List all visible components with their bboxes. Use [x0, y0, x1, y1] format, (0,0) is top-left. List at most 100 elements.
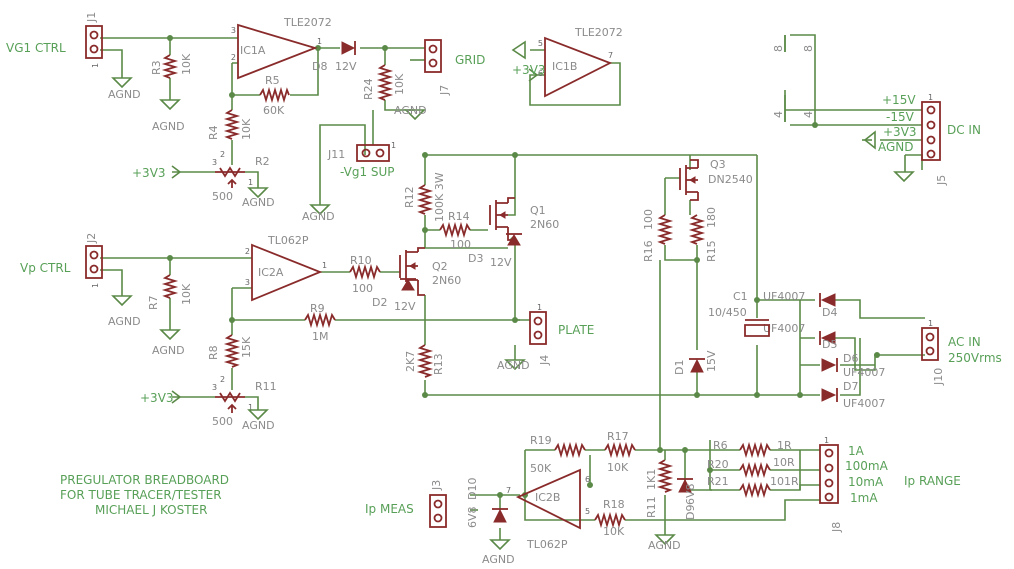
potentiometer-r11: 3 2 1 R11 500	[180, 375, 277, 428]
svg-text:Q1: Q1	[530, 204, 546, 217]
svg-text:100: 100	[352, 282, 373, 295]
svg-text:R11: R11	[255, 380, 277, 393]
wires	[100, 34, 925, 540]
label-plate: PLATE	[558, 323, 594, 337]
svg-text:10K: 10K	[607, 461, 629, 474]
diode-d5: D5 UF4007	[763, 322, 837, 351]
resistor-r4: R4 10K	[207, 109, 253, 140]
svg-text:J1: J1	[85, 12, 98, 23]
resistor-r20: R20 10R	[707, 456, 795, 479]
resistor-r8: R8 15K	[207, 334, 253, 368]
svg-text:4: 4	[802, 111, 815, 118]
opamp-ic1b: IC1B TLE2072 5 6 7	[538, 26, 623, 98]
svg-text:2: 2	[231, 53, 236, 62]
svg-text:1: 1	[824, 436, 829, 445]
svg-text:+15V: +15V	[882, 93, 916, 107]
label-ac-in: AC IN	[948, 335, 981, 349]
svg-text:1: 1	[928, 319, 933, 328]
label-3v3-c: +3V3	[140, 391, 174, 405]
svg-text:3: 3	[212, 158, 217, 167]
svg-text:-15V: -15V	[886, 110, 915, 124]
svg-text:R7: R7	[147, 295, 160, 310]
svg-text:TLE2072: TLE2072	[283, 16, 332, 29]
svg-text:D5: D5	[822, 338, 837, 351]
svg-text:J11: J11	[327, 148, 345, 161]
resistor-r15: R15 180	[688, 207, 718, 262]
svg-text:AGND: AGND	[108, 88, 141, 101]
svg-text:J10: J10	[932, 368, 945, 386]
zener-d3: D3 12V	[468, 233, 522, 269]
svg-text:R13: R13	[432, 353, 445, 375]
svg-text:J8: J8	[830, 522, 843, 533]
label-range-100ma: 100mA	[845, 459, 889, 473]
connector-j5: J5 1	[921, 93, 948, 186]
svg-text:AGND: AGND	[242, 196, 275, 209]
svg-text:50K: 50K	[530, 462, 552, 475]
svg-text:5: 5	[538, 39, 543, 48]
net-labels: VG1 CTRL GRID -Vg1 SUP DC IN Vp CTRL PLA…	[6, 41, 1002, 516]
diode-d7: D7 UF4007	[821, 380, 885, 410]
svg-text:180: 180	[705, 207, 718, 228]
svg-text:D4: D4	[822, 306, 837, 319]
supply-arrows	[171, 68, 872, 404]
label-range-1ma: 1mA	[850, 491, 878, 505]
connector-j11: J11 1	[327, 141, 396, 162]
mosfet-q3: Q3 DN2540	[679, 158, 753, 201]
resistor-r24: R24 10K	[362, 64, 406, 101]
svg-text:R8: R8	[207, 345, 220, 360]
svg-text:6: 6	[538, 69, 543, 78]
label-grid: GRID	[455, 53, 485, 67]
svg-text:R9: R9	[310, 302, 325, 315]
label-vg1-ctrl: VG1 CTRL	[6, 41, 66, 55]
svg-text:8: 8	[802, 45, 815, 52]
svg-text:100K 3W: 100K 3W	[433, 172, 446, 222]
svg-text:10R: 10R	[773, 456, 795, 469]
svg-text:5: 5	[585, 507, 590, 516]
connector-j2: J2 1	[85, 233, 103, 288]
svg-text:D3: D3	[468, 252, 483, 265]
svg-text:R14: R14	[448, 210, 470, 223]
connector-j4: J4 1	[529, 303, 551, 366]
mosfet-q2: Q2 2N60	[399, 247, 461, 296]
zener-d10: D10 6V8	[466, 478, 508, 528]
svg-text:2: 2	[220, 150, 225, 159]
svg-text:AGND: AGND	[482, 553, 515, 566]
diode-d4: D4 UF4007	[763, 290, 837, 319]
svg-text:D1: D1	[673, 360, 686, 375]
svg-text:UF4007: UF4007	[843, 366, 885, 379]
svg-text:+3V3: +3V3	[883, 125, 917, 139]
svg-text:15V: 15V	[705, 350, 718, 372]
resistor-r12: R12 100K 3W	[403, 172, 446, 222]
svg-text:7: 7	[506, 486, 511, 495]
svg-text:2: 2	[220, 375, 225, 384]
svg-text:Q2: Q2	[432, 260, 448, 273]
opamp-ic1a: 3 2 1 IC1A TLE2072	[231, 16, 332, 80]
svg-text:Q3: Q3	[710, 158, 726, 171]
resistor-r16: R16 100	[642, 209, 674, 262]
svg-text:R15: R15	[705, 240, 718, 262]
svg-text:10/450: 10/450	[708, 306, 747, 319]
resistor-r18: R18 10K	[594, 498, 626, 538]
svg-text:1: 1	[928, 93, 933, 102]
svg-text:AGND: AGND	[152, 120, 185, 133]
svg-text:100: 100	[450, 238, 471, 251]
zener-d1: D1 15V	[673, 350, 718, 375]
title-line-1: PREGULATOR BREADBOARD	[60, 473, 229, 487]
title-block: PREGULATOR BREADBOARD FOR TUBE TRACER/TE…	[60, 473, 229, 517]
svg-text:TL062P: TL062P	[526, 538, 568, 551]
svg-text:1K1: 1K1	[645, 469, 658, 490]
svg-text:R16: R16	[642, 240, 655, 262]
label-ip-meas: Ip MEAS	[365, 502, 414, 516]
label-ip-range: Ip RANGE	[904, 474, 961, 488]
svg-text:12V: 12V	[335, 60, 357, 73]
svg-text:R2: R2	[255, 155, 270, 168]
connector-j3: J3	[429, 480, 447, 528]
svg-text:10K: 10K	[240, 118, 253, 140]
label-3v3-b: +3V3	[512, 63, 546, 77]
svg-text:AGND: AGND	[302, 210, 335, 223]
svg-text:R5: R5	[265, 74, 280, 87]
svg-text:IC1A: IC1A	[240, 44, 266, 57]
svg-text:IC2A: IC2A	[258, 266, 284, 279]
svg-text:1: 1	[248, 178, 253, 187]
svg-text:7: 7	[608, 51, 613, 60]
